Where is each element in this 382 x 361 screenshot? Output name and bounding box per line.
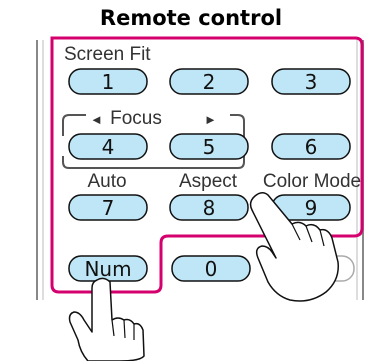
label-color-mode: Color Mode <box>263 171 361 192</box>
label-focus: Focus <box>110 108 162 129</box>
key-2[interactable] <box>169 68 249 95</box>
highlight-outline <box>50 36 364 294</box>
num-key-label: Num <box>84 257 131 281</box>
key-3-label: 3 <box>305 70 318 94</box>
key-7-label: 7 <box>102 196 115 220</box>
key-2-label: 2 <box>203 70 216 94</box>
key-7[interactable] <box>68 194 148 221</box>
key-4[interactable] <box>68 133 148 160</box>
key-5[interactable] <box>169 133 249 160</box>
diagram-title: Remote control <box>99 6 283 30</box>
key-1-label: 1 <box>102 70 115 94</box>
focus-right-arrow: ► <box>204 112 217 127</box>
hand-pointer-icon <box>68 277 145 361</box>
key-1[interactable] <box>68 68 148 95</box>
key-8-label: 8 <box>203 196 216 220</box>
key-6-label: 6 <box>305 135 318 159</box>
key-0-label: 0 <box>205 257 218 281</box>
hand-pointer-icon <box>249 192 339 302</box>
key-3[interactable] <box>271 68 351 95</box>
focus-left-arrow: ◄ <box>90 112 103 127</box>
label-auto: Auto <box>87 171 126 192</box>
key-8[interactable] <box>169 194 249 221</box>
focus-bracket-left <box>62 114 86 136</box>
key-6[interactable] <box>271 133 351 160</box>
key-4-label: 4 <box>102 135 115 159</box>
key-0[interactable] <box>171 255 251 282</box>
focus-bracket-right <box>62 114 245 169</box>
key-9-label: 9 <box>305 196 318 220</box>
key-5-label: 5 <box>203 135 216 159</box>
label-aspect: Aspect <box>179 171 238 192</box>
label-screen-fit: Screen Fit <box>64 44 151 65</box>
